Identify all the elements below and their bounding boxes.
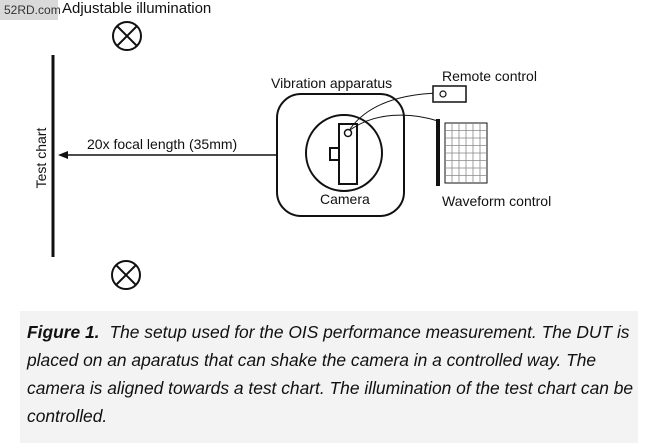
remote-control-icon [432,85,467,103]
camera-icon [329,123,358,185]
waveform-control-icon [436,119,488,186]
illumination-label: Adjustable illumination [62,0,211,17]
waveform-cable [349,114,439,131]
figure-label: Figure 1. [27,322,100,342]
caption-text: The setup used for the OIS performance m… [27,322,634,426]
distance-label: 20x focal length (35mm) [87,136,237,152]
illumination-lamp-bottom [111,260,141,290]
figure-caption: Figure 1.The setup used for the OIS perf… [27,318,639,430]
remote-cable [349,92,441,130]
setup-diagram: Adjustable illumination Test chart 20x f… [33,0,551,290]
watermark: 52RD.com [0,0,61,20]
illumination-lamp-top [112,21,142,51]
waveform-control-label: Waveform control [442,193,551,209]
camera-label: Camera [320,191,370,207]
remote-control-label: Remote control [442,68,537,84]
vibration-apparatus-label: Vibration apparatus [271,75,392,91]
test-chart-label: Test chart [33,128,49,189]
caption-background [20,311,638,443]
